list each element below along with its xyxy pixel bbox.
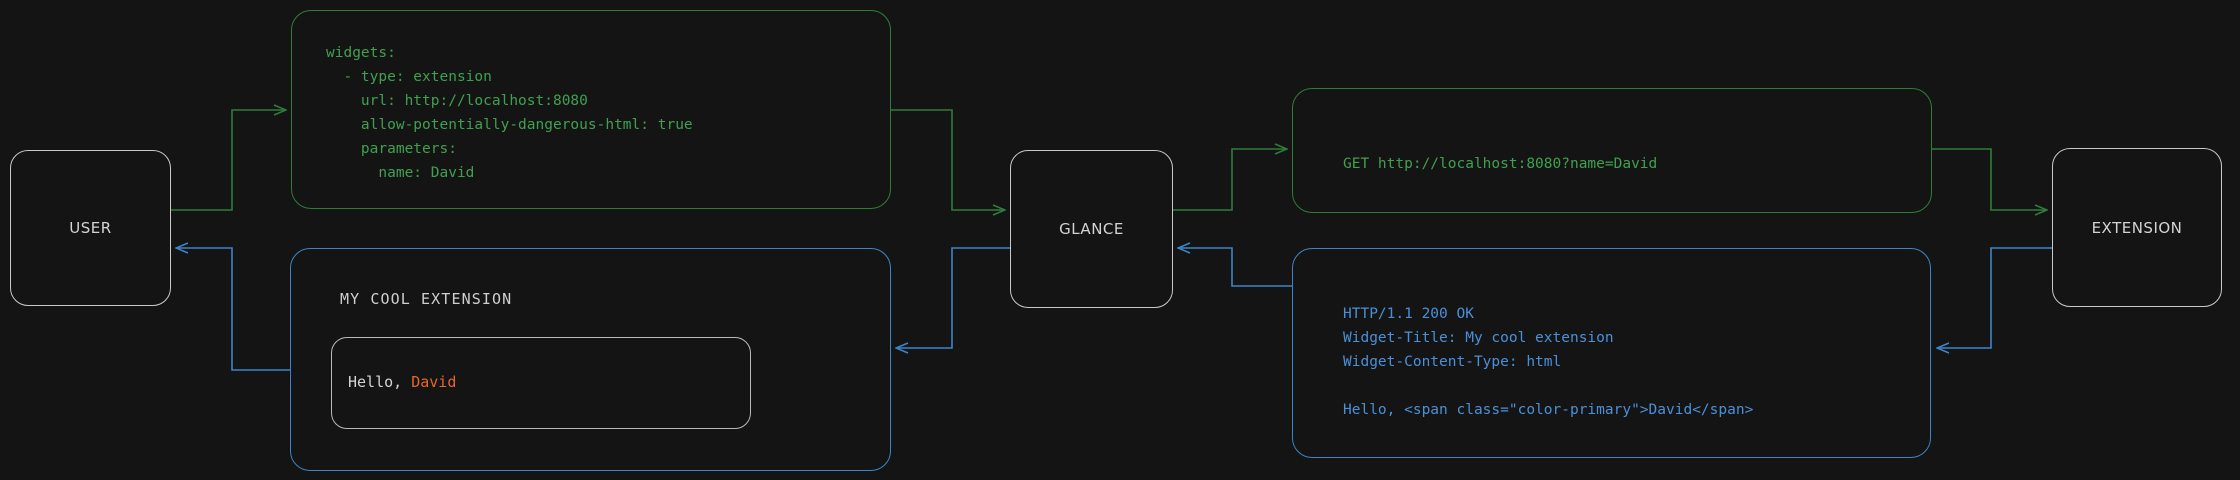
node-glance-label: GLANCE: [1059, 220, 1124, 238]
wire-user-to-config: [171, 110, 285, 211]
node-extension[interactable]: EXTENSION: [2052, 148, 2222, 307]
wire-request-to-extension: [1932, 148, 2046, 210]
http-response-text: HTTP/1.1 200 OK Widget-Title: My cool ex…: [1343, 305, 1754, 418]
wire-extension-to-response: [1938, 247, 2052, 348]
http-request-text: GET http://localhost:8080?name=David: [1343, 155, 1658, 172]
config-yaml-text: widgets: - type: extension url: http://l…: [326, 44, 693, 181]
message-box-http-request: [1292, 88, 1932, 213]
wire-config-to-glance: [891, 109, 1004, 210]
rendered-widget-body: Hello, David: [348, 373, 456, 391]
node-glance[interactable]: GLANCE: [1010, 150, 1173, 308]
rendered-widget-title: MY COOL EXTENSION: [340, 290, 513, 308]
wire-glance-to-widget: [897, 247, 1010, 348]
node-user[interactable]: USER: [10, 150, 171, 306]
message-box-config-yaml: [291, 10, 891, 209]
node-extension-label: EXTENSION: [2091, 218, 2183, 237]
rendered-widget-frame: [331, 337, 751, 429]
wire-glance-to-request: [1173, 149, 1286, 211]
node-user-label: USER: [69, 219, 112, 237]
wire-widget-to-user: [177, 248, 290, 371]
rendered-widget-body-accent: David: [411, 373, 457, 391]
message-box-http-response: [1292, 248, 1931, 458]
rendered-widget-body-prefix: Hello,: [348, 373, 412, 391]
wire-response-to-glance: [1179, 248, 1292, 287]
